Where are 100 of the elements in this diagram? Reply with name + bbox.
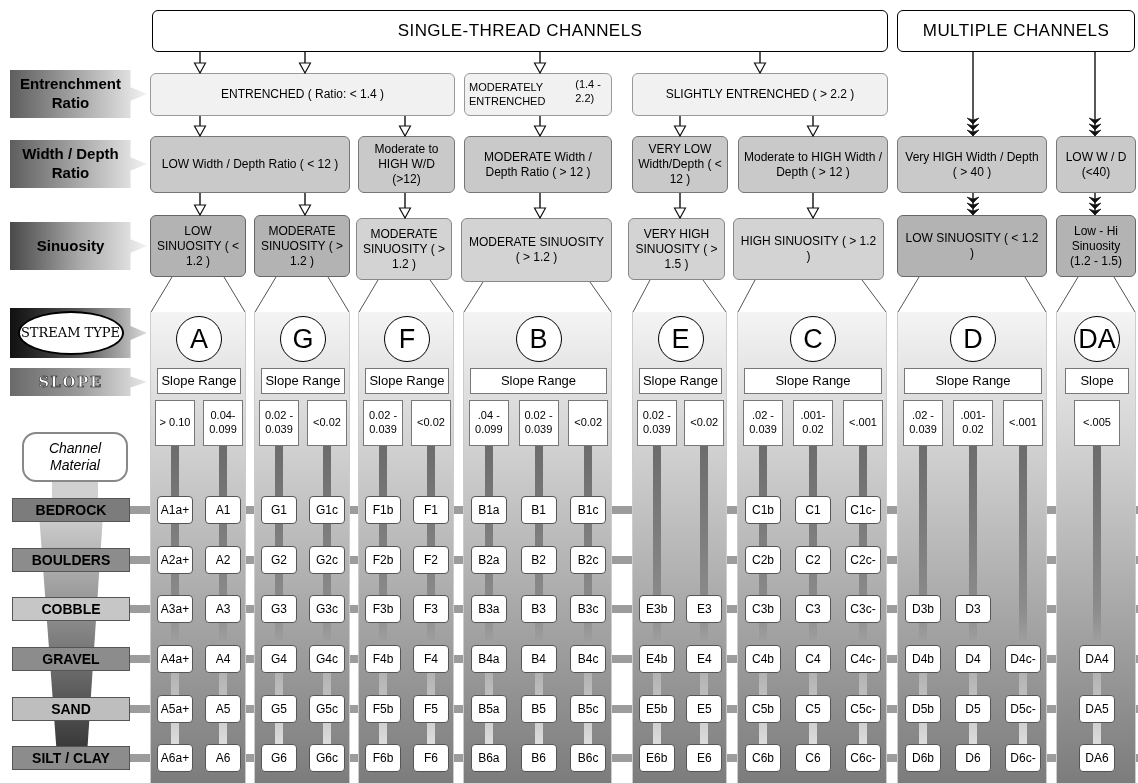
stream-code: F3b (372, 601, 394, 618)
stream-type-panel (632, 312, 727, 783)
stream-code-box (1005, 744, 1041, 772)
arrow (193, 51, 207, 74)
stream-code-box (570, 744, 607, 772)
stream-code: A3a+ (160, 601, 190, 618)
funnel-line (632, 279, 651, 313)
funnel-line (897, 276, 920, 313)
stream-code: C3 (805, 601, 821, 618)
stream-code: B6c (577, 750, 599, 767)
label-tag (10, 308, 147, 358)
stream-code: B4c (577, 651, 599, 668)
stream-code: G2c (316, 552, 338, 569)
stream-code-box (1079, 645, 1115, 673)
stream-code-box (570, 595, 607, 623)
slope-value-box (468, 400, 509, 446)
criteria-text: MODERATE SINUOSITY ( > 1.2 ) (259, 223, 345, 269)
criteria-box (1056, 136, 1136, 193)
stream-code-box (205, 695, 241, 723)
slope-range-label: Slope Range (265, 372, 341, 391)
criteria-text: (1.4 - 2.2) (575, 78, 602, 106)
stream-code: G4 (271, 651, 287, 668)
stream-code: C6 (805, 750, 821, 767)
stream-type-letter: D (963, 325, 983, 353)
row-label-tag (10, 70, 147, 118)
stream-code: B4 (531, 651, 546, 668)
arrow (673, 192, 687, 219)
stream-code: A4 (215, 651, 231, 668)
stream-code-box (905, 744, 941, 772)
stream-code-box (795, 645, 831, 673)
stream-code-box (520, 496, 557, 524)
stream-code: D4 (965, 651, 981, 668)
slope-value-box (636, 400, 677, 446)
criteria-box (897, 136, 1047, 193)
criteria-box (733, 218, 884, 280)
stream-code-box (157, 496, 193, 524)
funnel-line (861, 279, 887, 313)
criteria-box (632, 136, 728, 193)
criteria-box (358, 136, 455, 193)
stream-code-box (365, 496, 401, 524)
slope-range-label: Slope Range (161, 372, 237, 391)
stream-code-box (955, 744, 991, 772)
stream-code-box (745, 695, 781, 723)
arrow (673, 115, 687, 137)
slope-header-box (744, 368, 882, 394)
funnel-line (737, 279, 756, 313)
stream-code-box (638, 744, 675, 772)
stream-code: D4b (912, 651, 934, 668)
material-label: COBBLE (41, 599, 101, 619)
slope-range-label: Slope Range (935, 372, 1011, 391)
stream-code: C1 (805, 502, 821, 519)
stream-code-box (470, 695, 507, 723)
stream-code-box (205, 546, 241, 574)
stream-code: E6b (646, 750, 668, 767)
funnel-line (463, 281, 484, 313)
row-label-tag (10, 140, 147, 188)
criteria-text: Moderate to HIGH W/D (>12) (373, 142, 440, 187)
stream-code: F6 (424, 750, 438, 767)
stream-code-box (638, 695, 675, 723)
stream-code-box (1079, 744, 1115, 772)
stream-code: C5 (805, 701, 821, 718)
channel-material-label: Channel Material (47, 439, 103, 475)
stream-code-box (795, 546, 831, 574)
stream-type-letter: C (803, 325, 823, 353)
stream-code-box (845, 645, 881, 673)
stream-code: D6b (912, 750, 934, 767)
slope-value: 0.04- 0.099 (208, 409, 238, 437)
stream-code: B3c (577, 601, 599, 618)
stream-type-letter: A (190, 325, 208, 353)
criteria-box (150, 136, 350, 193)
criteria-text: LOW Width / Depth Ratio ( < 12 ) (161, 157, 339, 172)
stream-code-box (745, 496, 781, 524)
stream-code: A5a+ (160, 701, 190, 718)
stream-code: F3 (424, 601, 438, 618)
arrow (533, 192, 547, 219)
stream-code-box (795, 496, 831, 524)
stream-code-box (309, 546, 345, 574)
stream-code-box (413, 546, 449, 574)
slope-value-box (411, 400, 451, 446)
stream-code: F2b (372, 552, 394, 569)
stream-code-box (365, 645, 401, 673)
stream-code-box (365, 744, 401, 772)
criteria-text: Low - Hi Sinuosity (1.2 - 1.5) (1069, 223, 1123, 269)
funnel-line (429, 279, 454, 313)
stream-code: B1 (531, 502, 546, 519)
slope-header-box (470, 368, 607, 394)
stream-code: B5a (478, 701, 500, 718)
stream-code-box (309, 496, 345, 524)
stream-code-box (570, 546, 607, 574)
stream-code-box (795, 595, 831, 623)
criteria-box (1056, 215, 1136, 277)
stream-code: D6 (965, 750, 981, 767)
arrow (298, 51, 312, 74)
stream-code: DA4 (1085, 651, 1109, 668)
criteria-text: ENTRENCHED ( Ratio: < 1.4 ) (220, 87, 384, 102)
slope-value-box (843, 400, 883, 446)
stream-code-box (520, 645, 557, 673)
stream-code-box (261, 496, 297, 524)
stream-code-box (261, 744, 297, 772)
stream-code-box (745, 595, 781, 623)
